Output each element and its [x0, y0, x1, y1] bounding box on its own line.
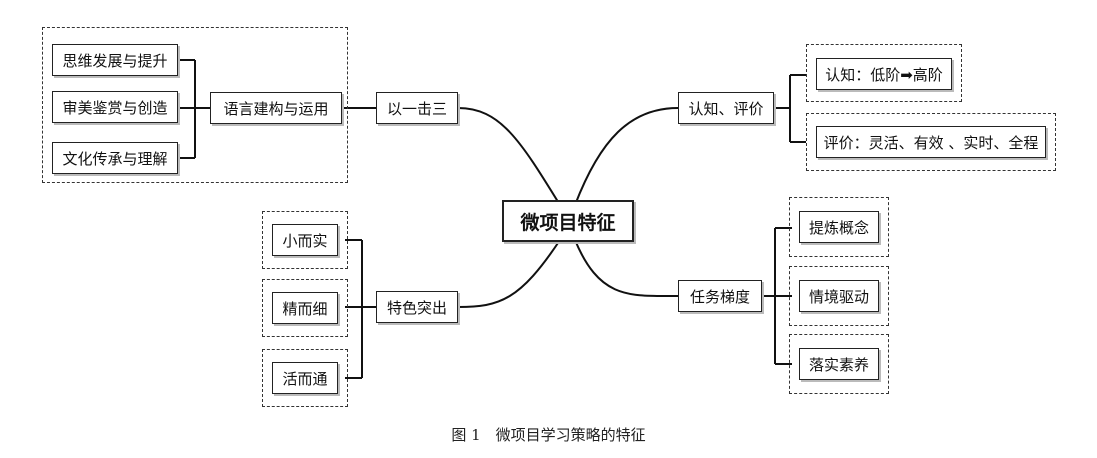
leaf-qingjing-qudong: 情境驱动 — [799, 280, 879, 312]
leaf-pingjia: 评价：灵活、有效 、实时、全程 — [816, 126, 1046, 158]
leaf-huoertong: 活而通 — [272, 362, 338, 394]
bracket-bottom-left-leaves — [345, 239, 363, 379]
link-center-to-top-left — [457, 107, 561, 206]
bracket-bottom-right-leaves — [774, 227, 792, 365]
branch-renwu-tidu: 任务梯度 — [678, 280, 762, 312]
leaf-luoshi-suyang: 落实素养 — [799, 348, 879, 380]
bottom-right-leaf-frame-1 — [789, 197, 889, 257]
center-node: 微项目特征 — [502, 200, 634, 242]
top-right-leaf-frame-1 — [806, 44, 962, 102]
leaf-thinking: 思维发展与提升 — [52, 44, 178, 76]
bottom-right-leaf-frame-2 — [789, 266, 889, 326]
bracket-top-right-leaves — [789, 74, 806, 143]
link-center-to-top-right — [574, 107, 679, 206]
bracket-top-left-leaves — [180, 59, 210, 159]
bottom-left-leaf-frame-3 — [262, 349, 348, 407]
top-right-leaf-frame-2 — [806, 113, 1056, 171]
branch-renzhi-pingjia: 认知、评价 — [678, 92, 774, 124]
bottom-right-leaf-frame-3 — [789, 334, 889, 394]
leaf-xiaoershi: 小而实 — [272, 224, 338, 256]
figure-caption: 图 1 微项目学习策略的特征 — [451, 426, 646, 444]
link-center-to-bottom-left — [457, 239, 561, 308]
sub-language: 语言建构与运用 — [210, 92, 342, 124]
bottom-left-leaf-frame-2 — [262, 279, 348, 337]
branch-yiyijisan: 以一击三 — [376, 92, 458, 124]
leaf-renzhi: 认知：低阶➡高阶 — [816, 58, 952, 90]
leaf-aesthetics: 审美鉴赏与创造 — [52, 91, 178, 123]
link-center-to-bottom-right — [574, 239, 679, 298]
top-left-group-frame — [42, 27, 348, 183]
leaf-jingerxi: 精而细 — [272, 292, 338, 324]
bottom-left-leaf-frame-1 — [262, 211, 348, 269]
leaf-culture: 文化传承与理解 — [52, 142, 178, 174]
branch-tese: 特色突出 — [376, 291, 458, 323]
leaf-tilian-gainian: 提炼概念 — [799, 211, 879, 243]
